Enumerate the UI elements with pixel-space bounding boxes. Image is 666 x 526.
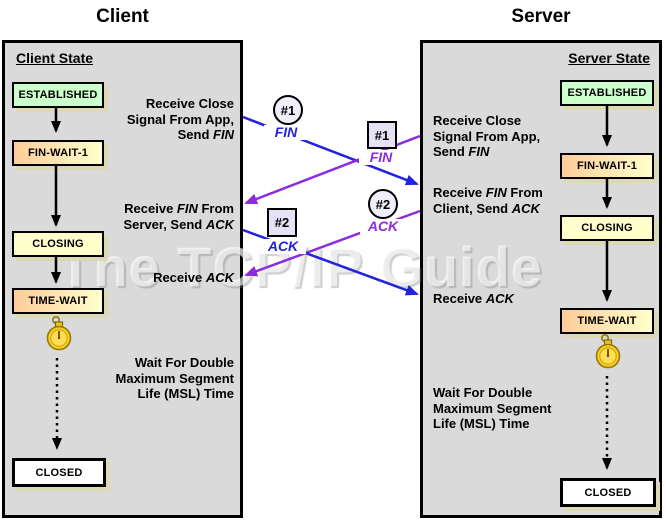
annotation-line: Client, Send ACK	[433, 200, 540, 216]
client-title: Client	[96, 6, 149, 27]
client-fin-label: FIN	[264, 125, 308, 140]
server-ack-label: ACK	[360, 219, 406, 234]
server-state-time-wait: TIME-WAIT	[560, 308, 654, 334]
annotation-line: Send FIN	[177, 127, 234, 142]
client-state-closed: CLOSED	[12, 458, 106, 487]
server-panel: Server State ESTABLISHED FIN-WAIT-1 CLOS…	[420, 40, 662, 518]
annotation-line: Signal From App,	[433, 128, 541, 144]
client-state-fin-wait-1: FIN-WAIT-1	[12, 140, 104, 166]
server-state-header: Server State	[568, 50, 650, 66]
server-title: Server	[511, 6, 571, 27]
server-fin-label: FIN	[359, 150, 403, 165]
client-annotation-receive-ack: Receive ACK	[153, 270, 234, 286]
annotation-line: Receive FIN From	[124, 201, 234, 216]
annotation-line: Server, Send ACK	[123, 216, 234, 232]
annotation-line: Maximum Segment	[115, 370, 234, 386]
server-state-fin-wait-1: FIN-WAIT-1	[560, 153, 654, 179]
client-fin-badge: #1	[273, 95, 303, 125]
annotation-line: Receive FIN From	[433, 185, 543, 200]
server-annotation-send-fin: Receive Close Signal From App, Send FIN	[433, 113, 540, 160]
annotation-line: Life (MSL) Time	[433, 416, 530, 431]
server-annotation-receive-ack: Receive ACK	[433, 291, 514, 307]
client-state-closing: CLOSING	[12, 231, 104, 257]
annotation-line: Maximum Segment	[433, 400, 552, 416]
annotation-line: Receive ACK	[153, 270, 234, 285]
annotation-line: Wait For Double	[134, 355, 234, 370]
annotation-line: Wait For Double	[433, 385, 533, 400]
client-annotation-send-fin: Receive Close Signal From App, Send FIN	[127, 96, 234, 143]
server-ack-badge: #2	[368, 189, 398, 219]
server-state-established: ESTABLISHED	[560, 80, 654, 106]
annotation-line: Receive Close	[145, 96, 234, 111]
client-state-established: ESTABLISHED	[12, 82, 104, 108]
client-state-time-wait: TIME-WAIT	[12, 288, 104, 314]
client-ack-badge: #2	[267, 208, 297, 237]
server-annotation-msl-wait: Wait For Double Maximum Segment Life (MS…	[433, 385, 551, 432]
client-annotation-msl-wait: Wait For Double Maximum Segment Life (MS…	[116, 355, 234, 402]
annotation-line: Signal From App,	[126, 111, 234, 127]
annotation-line: Receive ACK	[433, 291, 514, 306]
server-fin-badge: #1	[367, 121, 397, 149]
client-state-header: Client State	[16, 50, 94, 66]
server-annotation-receive-fin: Receive FIN From Client, Send ACK	[433, 185, 543, 216]
server-state-closed: CLOSED	[560, 478, 656, 507]
server-stopwatch-icon	[595, 333, 621, 369]
client-ack-label: ACK	[260, 239, 306, 254]
client-annotation-receive-fin: Receive FIN From Server, Send ACK	[123, 201, 234, 232]
annotation-line: Life (MSL) Time	[137, 386, 234, 401]
server-state-closing: CLOSING	[560, 215, 654, 241]
annotation-line: Send FIN	[433, 144, 490, 159]
client-stopwatch-icon	[46, 315, 72, 351]
client-panel: Client State ESTABLISHED FIN-WAIT-1 CLOS…	[2, 40, 243, 518]
annotation-line: Receive Close	[433, 113, 522, 128]
